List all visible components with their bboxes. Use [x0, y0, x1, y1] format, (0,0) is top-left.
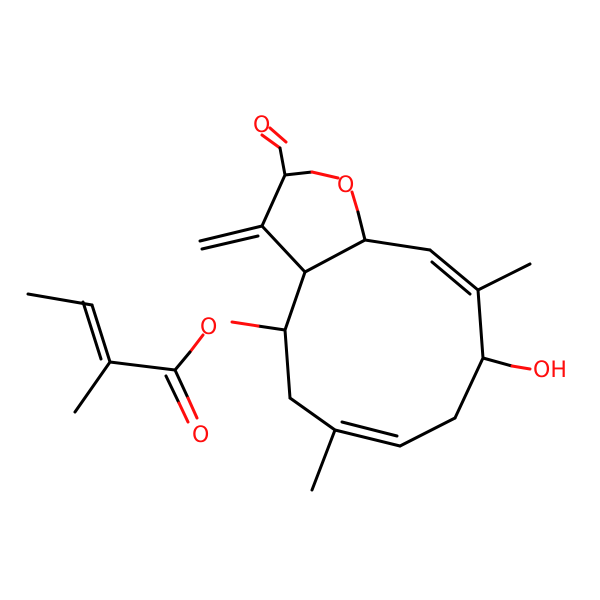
carbonyl-to-ring-o-bond	[283, 170, 314, 177]
ester-carbonyl-bond-a-o	[186, 396, 199, 420]
exo-methylene-bond-a	[198, 224, 264, 243]
lactone-carbonyl-o-label: O	[253, 113, 270, 138]
o-to-carbonyl-bond	[173, 350, 192, 372]
ester-carbonyl-bond-b	[164, 374, 181, 405]
ester-side-chain	[26, 292, 287, 424]
methyl-bond-1	[476, 262, 532, 292]
ester-carbonyl-bond-b-o	[177, 401, 190, 424]
angelate-methyl-bond	[73, 360, 112, 414]
carbonyl-to-ring-o-bond-o	[310, 170, 340, 180]
carbonyl-to-alkene-bond	[108, 360, 177, 372]
ring-bond-5	[288, 396, 337, 432]
atom-labels: O O O O OH	[192, 113, 567, 448]
ring-bond-7	[283, 270, 307, 332]
junction-bond	[303, 238, 367, 274]
exo-carbon-to-junction-bond	[260, 224, 307, 274]
ring-o-to-ch-bond	[356, 210, 367, 242]
lactone-carbonyl-bond-a	[260, 133, 282, 150]
terminal-methyl-bond	[26, 292, 94, 307]
ring-double-bond-2b	[340, 420, 399, 438]
ring-bond-3	[453, 356, 485, 420]
ring-double-bond-1b	[430, 260, 472, 296]
exo-methylene-bond-b	[200, 234, 260, 251]
ester-carbonyl-o-label: O	[192, 423, 209, 448]
ester-o-bond	[256, 324, 287, 332]
ester-o-label: O	[200, 315, 217, 340]
hydroxyl-bond-o	[510, 364, 532, 371]
ring-bond-6	[283, 328, 292, 400]
ring-bond-2	[476, 288, 485, 360]
lactone-ring	[198, 126, 367, 274]
angelate-double-bond-a	[90, 303, 112, 364]
ring-double-bond-2a	[333, 428, 402, 448]
ring-bond-4	[398, 416, 457, 448]
carbonyl-to-exo-carbon-bond	[260, 173, 287, 228]
ester-o-bond-o	[230, 320, 260, 328]
macrocycle-ring	[283, 238, 532, 492]
ring-o-label: O	[337, 173, 354, 198]
methyl-bond-2	[310, 428, 337, 492]
o-to-carbonyl-bond-o	[188, 333, 205, 354]
ring-bond-1	[363, 238, 432, 252]
lactone-carbonyl-bond-a2	[278, 146, 287, 177]
angelate-double-bond-b	[81, 300, 103, 361]
ring-o-to-ch-bond-o	[350, 190, 360, 214]
lactone-carbonyl-bond-b	[268, 126, 288, 144]
ring-double-bond-1a	[428, 248, 480, 292]
ester-carbonyl-bond-a	[173, 368, 190, 400]
hydroxyl-label: OH	[533, 358, 567, 383]
hydroxyl-bond	[481, 356, 514, 368]
